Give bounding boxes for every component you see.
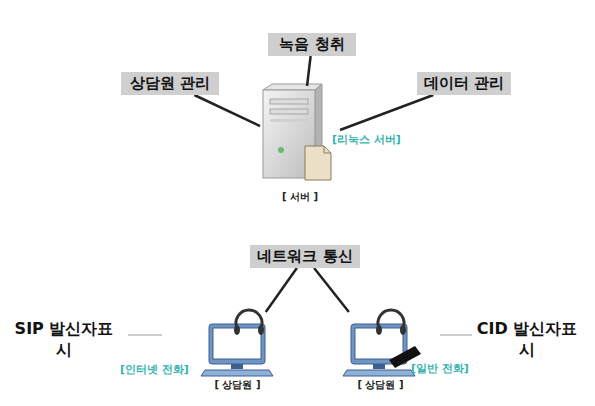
headset-band — [378, 310, 404, 328]
caption-text: [일반 전화] — [411, 361, 469, 376]
leader-line — [128, 334, 162, 336]
caption-text: [리눅스 서버] — [332, 132, 401, 147]
node-text: 네트워크 통신 — [257, 247, 352, 266]
network-tag: 네트워크 통신 — [250, 245, 360, 268]
server-illustration — [263, 84, 331, 180]
node-text: 데이터 관리 — [424, 74, 504, 93]
drive-bay — [270, 109, 308, 114]
agent-node: [ 상담원 ][인터넷 전화] — [200, 312, 275, 392]
server-node: [리눅스 서버][ 서버 ] — [260, 86, 340, 204]
connector-line — [314, 268, 349, 312]
server-top — [263, 84, 322, 90]
computer-illustration — [201, 310, 273, 376]
connector-line — [266, 268, 297, 312]
node-text: 상담원 관리 — [130, 74, 210, 93]
leader-line — [440, 334, 472, 336]
agent-node: [ 상담원 ][일반 전화] — [343, 312, 418, 392]
monitor-stand — [231, 364, 243, 369]
connector-line — [340, 95, 433, 130]
function-tag: 데이터 관리 — [417, 72, 511, 95]
node-text: [ 상담원 ] — [200, 378, 275, 392]
power-light — [278, 147, 284, 153]
headset-ear — [400, 325, 406, 335]
headset-ear — [258, 325, 264, 335]
computer-illustration — [343, 310, 421, 376]
node-text: [ 서버 ] — [260, 190, 340, 204]
node-text: [ 상담원 ] — [343, 378, 418, 392]
headset-ear — [376, 325, 382, 335]
keyboard — [343, 370, 415, 376]
drive-bay — [270, 119, 308, 122]
keyboard — [201, 370, 273, 376]
connector-line — [194, 95, 260, 126]
monitor-stand — [373, 364, 385, 369]
side-label: CID 발신자표시 — [474, 318, 580, 360]
node-text: 녹음 청취 — [279, 35, 344, 54]
connector-line — [307, 56, 311, 86]
headset-ear — [234, 325, 240, 335]
drive-bay — [270, 99, 308, 104]
headset-band — [236, 310, 262, 328]
document-fold — [324, 146, 331, 153]
side-label: SIP 발신자표시 — [12, 318, 116, 360]
document-icon — [305, 146, 331, 180]
function-tag: 녹음 청취 — [268, 33, 356, 56]
caption-text: [인터넷 전화] — [120, 362, 189, 377]
function-tag: 상담원 관리 — [121, 72, 219, 95]
monitor-frame — [209, 324, 265, 364]
